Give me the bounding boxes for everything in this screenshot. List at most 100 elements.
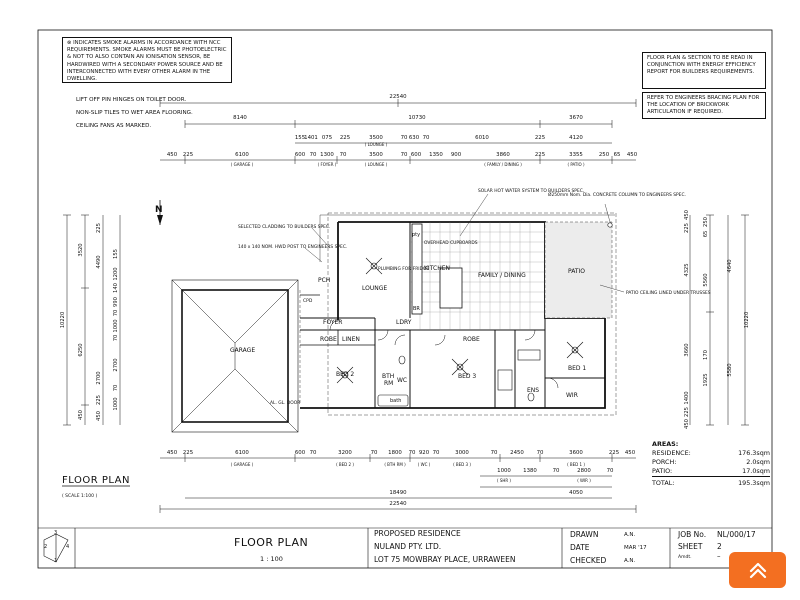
- dim-bot-r2-4: 70: [607, 468, 614, 474]
- dim-left-inner2-5: 1000: [113, 319, 119, 332]
- dim-top-r2-2: 075: [322, 135, 332, 141]
- door-swings: [329, 319, 559, 389]
- dim-left-mid-0: 3520: [78, 243, 84, 256]
- dim-left-inner-3: 225: [96, 395, 102, 405]
- north-label: N: [155, 205, 163, 215]
- double-chevron-up-icon: [749, 562, 766, 579]
- title-block-grid: [38, 527, 772, 568]
- note-hinges: LIFT OFF PIN HINGES ON TOILET DOOR.: [76, 97, 187, 103]
- al-door-note: AL. GL. DOOR: [270, 400, 300, 406]
- room-bed-3: BED 3: [458, 373, 476, 380]
- dim-left-inner2-0: 155: [113, 249, 119, 259]
- sheet-value: 2: [717, 542, 722, 551]
- sheet-title: FLOOR PLAN: [234, 536, 309, 549]
- dim-bot-r3-0: 4050: [569, 490, 583, 496]
- garage-structure: [171, 279, 301, 433]
- vertical-dimension-text: 10220 3520 6250 450 225 4490 2700 225 45…: [60, 210, 750, 429]
- dim-right-inner-3: 3660: [684, 343, 690, 356]
- kitchen-bench: [411, 223, 463, 315]
- general-notes: LIFT OFF PIN HINGES ON TOILET DOOR. NON-…: [76, 94, 193, 133]
- dim-bot-r1-9: 920: [419, 450, 430, 456]
- room-pantry: pty: [412, 232, 420, 238]
- dim-top-r2-9: 225: [535, 135, 545, 141]
- dim-bot-r2-sub-0: ( SHR ): [497, 478, 511, 483]
- dim-top-r3-13: 225: [535, 152, 545, 158]
- dim-bot-r2-0: 1000: [497, 468, 511, 474]
- dim-top-r3-sub-3: ( FAMILY / DINING ): [484, 162, 522, 167]
- sheet-label: SHEET: [678, 542, 703, 551]
- dim-top-r3-sub-0: ( GARAGE ): [231, 162, 254, 167]
- dim-top-r2-0: 155: [295, 135, 305, 141]
- dim-bot-overall: 22540: [389, 501, 407, 507]
- dim-top-r3-10: 1350: [429, 152, 443, 158]
- dim-right-inner2-1: 65: [703, 231, 709, 238]
- dim-bot-r1-11: 3000: [455, 450, 469, 456]
- dim-top-r2-6: 630: [409, 135, 420, 141]
- post-note: 140 x 140 NOM. HWD POST TO ENGINEERS SPE…: [238, 244, 347, 250]
- sheet-scale: 1 : 100: [260, 555, 283, 563]
- dim-right-inner-4: 1400: [684, 391, 690, 404]
- dim-left-inner2-9: 1000: [113, 397, 119, 410]
- dim-right-outer: 10220: [744, 312, 750, 329]
- bracing-note: REFER TO ENGINEERS BRACING PLAN FOR THE …: [642, 92, 766, 119]
- room-br: BR: [413, 306, 420, 312]
- room-rm: RM: [384, 380, 393, 387]
- dim-bot-r2-2: 70: [553, 468, 560, 474]
- dimension-lines: [66, 102, 746, 510]
- dim-left-inner2-1: 1200: [113, 267, 119, 280]
- dim-bot-r1-7: 1800: [388, 450, 402, 456]
- dim-top-r3-17: 450: [627, 152, 638, 158]
- dim-bot-r1-5: 3200: [338, 450, 352, 456]
- job-value: NL/000/17: [717, 530, 756, 539]
- dim-right-mid-1: 5580: [727, 363, 733, 376]
- dim-bot-r1-16: 225: [609, 450, 619, 456]
- dim-right-inner-6: 450: [684, 419, 690, 429]
- scroll-to-top-button[interactable]: [729, 552, 786, 588]
- room-wir: WIR: [566, 392, 578, 399]
- dim-left-inner-0: 225: [96, 223, 102, 233]
- dim-top-r3-sub-1: ( FOYER ): [318, 162, 337, 167]
- dim-bot-r1-13: 2450: [510, 450, 524, 456]
- dim-bot-r1-sub-4: ( BED 3 ): [453, 462, 471, 467]
- areas-table: AREAS: RESIDENCE:176.3sqm PORCH:2.0sqm P…: [652, 440, 770, 488]
- patio-area: [544, 221, 613, 319]
- dim-top-r3-0: 450: [167, 152, 178, 158]
- tile-grid: [410, 222, 545, 330]
- dim-bot-r1-sub-3: ( WC ): [418, 462, 431, 467]
- dim-top-r3-sub-4: ( PATIO ): [567, 162, 584, 167]
- room-lounge: LOUNGE: [362, 285, 387, 292]
- dim-top-r3-11: 900: [451, 152, 462, 158]
- dim-left-inner2-2: 140: [113, 283, 119, 293]
- dim-top-r2-sub: ( LOUNGE ): [365, 142, 388, 147]
- dim-top-r3-16: 65: [614, 152, 621, 158]
- room-ens: ENS: [527, 387, 539, 394]
- dim-bot-r1-sub-1: ( BED 2 ): [336, 462, 354, 467]
- plan-scale: ( SCALE 1:100 ): [62, 494, 98, 499]
- dim-left-inner-1: 4490: [96, 255, 102, 268]
- dim-top-r3-sub-2: ( LOUNGE ): [365, 162, 388, 167]
- dim-top-r2-4: 3500: [369, 135, 383, 141]
- north-arrow: N: [155, 200, 163, 225]
- dim-left-inner-2: 2700: [96, 371, 102, 384]
- dim-bot-r1-sub-2: ( BTH RM ): [384, 462, 406, 467]
- room-porch: PCH: [318, 277, 330, 284]
- date-value: MAR '17: [624, 545, 647, 551]
- project-line-3: LOT 75 MOWBRAY PLACE, URRAWEEN: [374, 555, 516, 564]
- project-line-1: PROPOSED RESIDENCE: [374, 529, 461, 538]
- overhead-note: OVERHEAD CUPBOARDS: [424, 240, 478, 246]
- dim-top-r2-3: 225: [340, 135, 350, 141]
- dim-top-r3-9: 600: [411, 152, 422, 158]
- dim-right-inner2-2: 5560: [703, 273, 709, 286]
- cladding-note: SELECTED CLADDING TO BUILDERS SPEC.: [238, 224, 330, 230]
- dim-bot-r1-2: 6100: [235, 450, 249, 456]
- dim-bot-r1-4: 70: [310, 450, 317, 456]
- dim-right-inner2-0: 250: [703, 217, 709, 227]
- dim-bot-r2-1: 1380: [523, 468, 537, 474]
- dim-bot-r1-17: 450: [625, 450, 636, 456]
- dim-right-inner-5: 225: [684, 407, 690, 417]
- dim-top-r3-8: 70: [401, 152, 408, 158]
- drawn-label: DRAWN: [570, 530, 599, 539]
- dimension-ticks: [63, 99, 749, 513]
